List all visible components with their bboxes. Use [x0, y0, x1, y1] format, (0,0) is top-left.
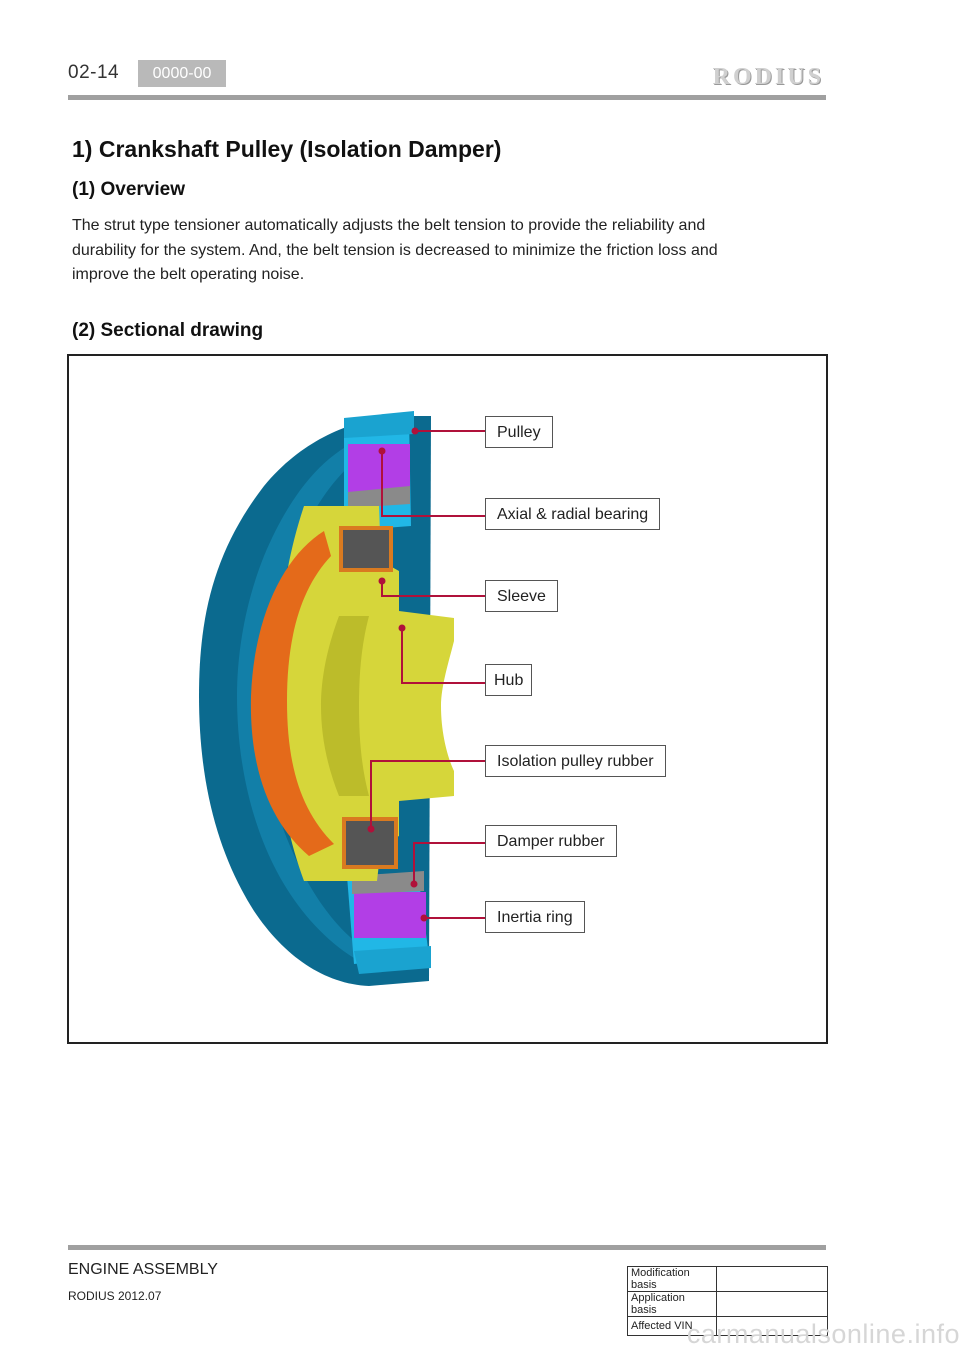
- revision-value: [716, 1291, 828, 1317]
- leader-dot-pulley: [411, 427, 419, 435]
- callout-sleeve: Sleeve: [485, 580, 558, 612]
- hub-body: [277, 506, 454, 881]
- revision-row: Modification basis: [627, 1266, 828, 1292]
- revision-row: Application basis: [627, 1291, 828, 1317]
- leader-sleeve: [381, 581, 485, 597]
- sleeve-top: [339, 526, 393, 572]
- overview-heading: (1) Overview: [72, 179, 185, 200]
- revision-table: Modification basis Application basis Aff…: [627, 1266, 828, 1336]
- header-divider: [68, 95, 826, 100]
- leader-damper: [413, 842, 485, 884]
- revision-label: Application basis: [627, 1291, 717, 1317]
- hub-bore: [321, 616, 369, 796]
- inertia-ring-bottom: [354, 892, 426, 938]
- footer-divider: [68, 1245, 826, 1250]
- pulley-grooves-top: [344, 411, 414, 438]
- revision-row: Affected VIN: [627, 1316, 828, 1336]
- callout-isolation-pulley-rubber: Isolation pulley rubber: [485, 745, 666, 777]
- revision-value: [716, 1316, 828, 1336]
- damper-rubber-top: [348, 486, 410, 508]
- watermark-text: carmanualsonline.info: [686, 1319, 960, 1349]
- leader-dot-damper: [410, 880, 418, 888]
- crankshaft-pulley-section-illustration: [199, 411, 485, 986]
- drawing-heading: (2) Sectional drawing: [72, 320, 264, 341]
- leader-dot-inertia: [420, 914, 428, 922]
- revision-label: Modification basis: [627, 1266, 717, 1292]
- leader-hub: [401, 628, 485, 684]
- footer-section-name: ENGINE ASSEMBLY: [68, 1261, 218, 1278]
- inner-disc: [250, 531, 334, 856]
- footer-model-date: RODIUS 2012.07: [68, 1289, 162, 1303]
- leader-dot-sleeve: [378, 577, 386, 585]
- leader-dot-isolation: [367, 825, 375, 833]
- leader-bearing: [381, 451, 485, 517]
- callout-hub: Hub: [485, 664, 533, 696]
- section-code-badge: 0000-00: [138, 60, 226, 87]
- leader-isolation: [370, 760, 485, 829]
- brand-logo: RODIUS: [712, 64, 824, 90]
- page-title: 1) Crankshaft Pulley (Isolation Damper): [72, 136, 502, 162]
- revision-label: Affected VIN: [627, 1316, 717, 1336]
- page-number: 02-14: [68, 62, 120, 83]
- overview-paragraph: The strut type tensioner automatically a…: [72, 217, 718, 283]
- callout-pulley: Pulley: [485, 416, 553, 448]
- leader-dot-bearing: [378, 447, 386, 455]
- callout-damper-rubber: Damper rubber: [485, 825, 617, 857]
- callout-axial-radial-bearing: Axial & radial bearing: [485, 498, 661, 530]
- sectional-drawing-frame: Pulley Axial & radial bearing Sleeve Hub…: [67, 354, 828, 1044]
- callout-inertia-ring: Inertia ring: [485, 901, 585, 933]
- pulley-grooves-bottom: [354, 946, 431, 974]
- leader-dot-hub: [398, 624, 406, 632]
- outer-disc-rim: [237, 436, 369, 961]
- revision-value: [716, 1266, 828, 1292]
